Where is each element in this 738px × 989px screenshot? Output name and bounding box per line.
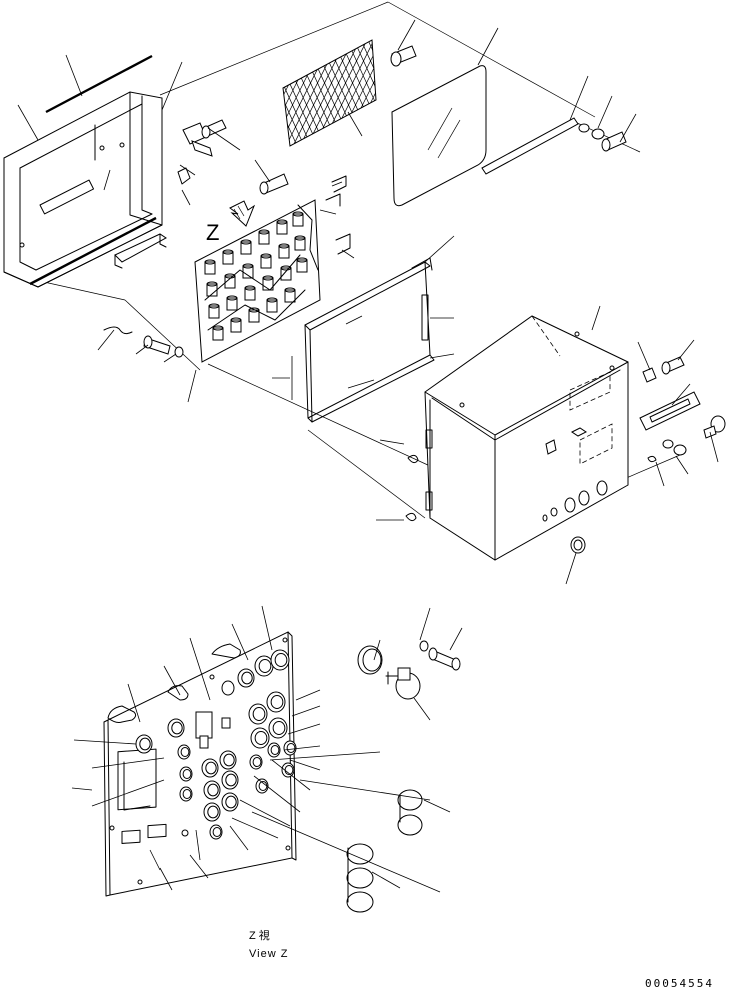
indicator-lamp bbox=[283, 740, 297, 756]
relay-component bbox=[204, 259, 216, 275]
relay-component bbox=[278, 243, 290, 259]
view-marker-letter: Z bbox=[206, 220, 219, 245]
indicator-lamp bbox=[177, 744, 191, 760]
clip-right bbox=[325, 175, 351, 255]
bolt bbox=[201, 119, 227, 139]
relay-component bbox=[240, 239, 252, 255]
indicator-lamp bbox=[248, 703, 268, 725]
relay-component bbox=[262, 275, 274, 291]
bolt bbox=[601, 131, 627, 152]
view-caption-en: View Z bbox=[249, 948, 288, 960]
indicator-lamp bbox=[270, 649, 290, 671]
indicator-lamp bbox=[254, 655, 274, 677]
indicator-lamp bbox=[203, 780, 221, 800]
inspection-window-frame bbox=[639, 391, 701, 431]
indicator-lamp bbox=[135, 734, 153, 754]
indicator-lamp bbox=[266, 691, 286, 713]
washer bbox=[662, 439, 687, 456]
front-frame-panel bbox=[3, 54, 163, 288]
indicator-lamp bbox=[267, 742, 281, 758]
indicator-lamp bbox=[179, 766, 193, 782]
indicator-lamp bbox=[221, 792, 239, 812]
bolt bbox=[143, 335, 171, 355]
bolt bbox=[661, 356, 685, 375]
indicator-lamp bbox=[281, 762, 295, 778]
rotary-switch bbox=[385, 667, 421, 700]
gasket-seal bbox=[304, 257, 435, 423]
grommet-cap bbox=[570, 536, 586, 554]
clip-spring bbox=[647, 455, 657, 463]
component-board bbox=[194, 199, 321, 363]
relay-component bbox=[208, 303, 220, 319]
relay-component bbox=[248, 307, 260, 323]
relay-component bbox=[266, 297, 278, 313]
drawing-number: 00054554 bbox=[645, 977, 714, 989]
indicator-lamp bbox=[221, 770, 239, 790]
indicator-lamps bbox=[135, 649, 297, 840]
leader-lines-top bbox=[17, 19, 719, 585]
wire-connector bbox=[107, 643, 241, 723]
relay-component bbox=[284, 287, 296, 303]
relay-component bbox=[230, 317, 242, 333]
glass-cover bbox=[391, 65, 487, 207]
view-caption-jp: Z 視 bbox=[249, 928, 270, 942]
knob-screw bbox=[703, 415, 726, 439]
lamp-bulbs-pair bbox=[397, 789, 423, 836]
indicator-lamp bbox=[219, 750, 237, 770]
relay-component bbox=[292, 211, 304, 227]
washer bbox=[578, 123, 605, 140]
view-z-marker: Z bbox=[206, 200, 256, 245]
indicator-lamp bbox=[268, 717, 288, 739]
indicator-lamp bbox=[255, 778, 269, 794]
leader-lines-view-z bbox=[71, 605, 463, 893]
relay-component bbox=[244, 285, 256, 301]
wire-harness-end bbox=[103, 326, 133, 335]
indicator-lamp bbox=[237, 668, 255, 688]
indicator-lamp bbox=[209, 824, 223, 840]
relay-component bbox=[212, 325, 224, 341]
box-enclosure bbox=[424, 315, 629, 561]
indicator-lamp bbox=[250, 727, 270, 749]
view-z-panel bbox=[103, 631, 297, 897]
bolt bbox=[259, 173, 289, 195]
washer bbox=[419, 640, 429, 652]
screw bbox=[428, 647, 461, 671]
relay-component bbox=[280, 265, 292, 281]
assembly-reference-lines bbox=[34, 1, 681, 519]
relay-component bbox=[258, 229, 270, 245]
long-strip bbox=[481, 117, 579, 175]
indicator-lamp bbox=[203, 802, 221, 822]
relay-component bbox=[294, 235, 306, 251]
spring-clip bbox=[405, 454, 419, 522]
relay-component bbox=[296, 257, 308, 273]
clip-bracket bbox=[177, 122, 213, 185]
bolt bbox=[390, 45, 417, 67]
relay-component bbox=[226, 295, 238, 311]
indicator-lamp bbox=[179, 786, 193, 802]
key-switch bbox=[195, 711, 231, 749]
bracket-plate bbox=[114, 233, 167, 269]
lamp-bulbs-triple bbox=[346, 843, 374, 913]
washer bbox=[174, 346, 184, 358]
relay-component bbox=[260, 253, 272, 269]
relay-component bbox=[276, 219, 288, 235]
lamp-cap bbox=[357, 645, 383, 675]
indicator-lamp bbox=[167, 718, 185, 738]
indicator-lamp bbox=[201, 758, 219, 778]
small-plate bbox=[642, 367, 657, 383]
indicator-lamp bbox=[249, 754, 263, 770]
relay-component bbox=[222, 249, 234, 265]
